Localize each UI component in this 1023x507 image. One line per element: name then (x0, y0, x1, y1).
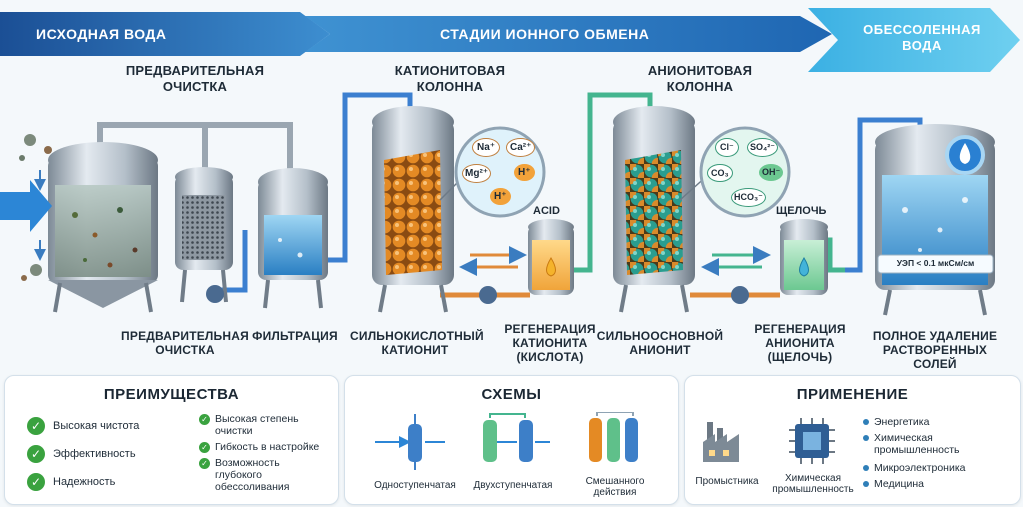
conductivity-readout: УЭП < 0.1 мкСм/см (896, 258, 975, 268)
bullet-icon (863, 419, 869, 426)
scheme-single-label: Одноступенчатая (374, 480, 456, 491)
demineralized-title: ОБЕССОЛЕННАЯ ВОДА (863, 22, 981, 53)
inlet-arrow (0, 180, 52, 232)
cation-regeneration-label: РЕГЕНЕРАЦИЯ КАТИОНИТА (КИСЛОТА) (504, 322, 596, 364)
anion-column (613, 106, 695, 313)
check-icon: ✓ (27, 473, 45, 491)
anion-ions: Cl⁻ SO₄²⁻ CO₃ OH⁻ HCO₃⁻ (701, 128, 791, 218)
mesh-filter (175, 167, 233, 303)
source-water-title: ИСХОДНАЯ ВОДА (36, 26, 167, 42)
application-item: Энергетика (863, 416, 929, 428)
advantages-title: ПРЕИМУЩЕСТВА (103, 386, 240, 403)
scheme-double-label: Двухступенчатая (473, 480, 553, 491)
schemes-title: СХЕМЫ (481, 386, 542, 403)
advantage-item: Надежность (53, 476, 116, 488)
bullet-icon (863, 465, 869, 472)
filtration-label: ФИЛЬТРАЦИЯ (252, 329, 338, 343)
advantage-item: Высокая чистота (53, 420, 140, 432)
strong-acid-cation-label: СИЛЬНОКИСЛОТНЫЙ КАТИОНИТ (350, 329, 484, 357)
grey-pipes (97, 122, 293, 180)
factory-icon (703, 422, 739, 462)
bullet-icon (863, 435, 869, 442)
acid-label: ACID (533, 205, 560, 217)
alkali-drop-icon (799, 257, 809, 277)
pump-3 (731, 286, 749, 304)
strong-base-anion-label: СИЛЬНООСНОВНОЙ АНИОНИТ (596, 329, 724, 357)
alkali-label: ЩЕЛОЧЬ (776, 205, 827, 217)
bullet-icon (863, 481, 869, 488)
application-icons (703, 418, 835, 464)
scheme-mixed-label: Смешанного действия (585, 476, 645, 498)
advantage-item: Эффективность (53, 448, 136, 460)
check-icon: ✓ (199, 442, 210, 453)
application-title: ПРИМЕНЕНИЕ (796, 386, 909, 403)
raw-water-tank (48, 142, 158, 313)
check-icon: ✓ (27, 417, 45, 435)
process-diagram (0, 92, 995, 316)
pretreatment-label: ПРЕДВАРИТЕЛЬНАЯ ОЧИСТКА (121, 329, 249, 357)
cation-column (372, 106, 454, 313)
advantage-item: Гибкость в настройке (215, 441, 320, 453)
pump-1 (206, 285, 224, 303)
anion-column-label: АНИОНИТОВАЯ КОЛОННА (647, 63, 753, 94)
microchip-icon (789, 418, 835, 464)
schemes-panel: СХЕМЫ Одноступенчатая Двухступенчатая См… (344, 375, 679, 505)
anion-regeneration-label: РЕГЕНЕРАЦИЯ АНИОНИТА (ЩЕЛОЧЬ) (754, 322, 846, 364)
application-panel: ПРИМЕНЕНИЕ Промыстника Химическая промыш… (684, 375, 1021, 505)
acid-drop-icon (546, 257, 556, 277)
demineralized-tank (875, 124, 995, 316)
pump-2 (479, 286, 497, 304)
stages-title: СТАДИИ ИОННОГО ОБМЕНА (440, 26, 650, 42)
advantage-item: Высокая степень очистки (215, 413, 299, 437)
alkali-tank (780, 219, 828, 295)
acid-tank (528, 219, 574, 295)
header-arrows (0, 8, 1020, 72)
application-item: Микроэлектроника (863, 462, 966, 474)
chemical-industry-label: Химическая промышленность (772, 473, 854, 495)
advantages-panel: ПРЕИМУЩЕСТВА ✓ Высокая чистота ✓ Эффекти… (4, 375, 339, 505)
source-water-arrow (0, 12, 330, 56)
particles-icon (19, 134, 52, 281)
check-icon: ✓ (27, 445, 45, 463)
industry-label: Промыстника (695, 476, 759, 487)
demineralized-arrow (808, 8, 1020, 72)
cation-column-label: КАТИОНИТОВАЯ КОЛОННА (394, 63, 506, 94)
filtration-tank (258, 168, 328, 309)
pretreatment-top-label: ПРЕДВАРИТЕЛЬНАЯ ОЧИСТКА (125, 63, 265, 94)
check-icon: ✓ (199, 414, 210, 425)
water-drop-icon (945, 135, 985, 175)
application-item: Медицина (863, 478, 924, 490)
schemes-icons (375, 412, 638, 470)
cation-ions: Na⁺ Ca²⁺ Mg²⁺ H⁺ H⁺ (456, 128, 546, 218)
full-removal-label: ПОЛНОЕ УДАЛЕНИЕ РАСТВОРЕННЫХ СОЛЕЙ (872, 329, 998, 371)
regen-arrows-cation (459, 246, 527, 276)
check-icon: ✓ (199, 458, 210, 469)
stages-arrow (305, 16, 832, 52)
advantage-item: Возможность глубокого обессоливания (215, 457, 290, 493)
regen-arrows-anion (701, 246, 771, 276)
